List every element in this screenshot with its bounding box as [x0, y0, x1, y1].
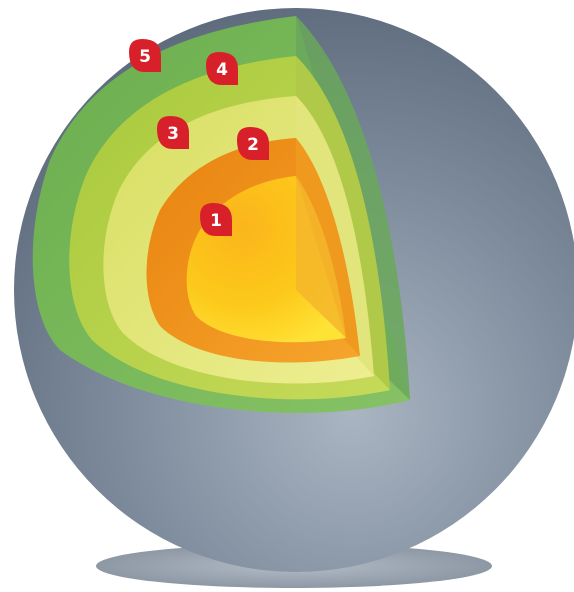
marker-3: 3: [157, 116, 189, 149]
marker-2-label: 2: [247, 135, 259, 155]
marker-1: 1: [200, 203, 232, 236]
marker-4: 4: [206, 52, 238, 85]
marker-5-label: 5: [139, 47, 151, 67]
marker-5: 5: [129, 39, 161, 72]
marker-2: 2: [237, 127, 269, 160]
marker-4-label: 4: [216, 60, 228, 80]
marker-1-label: 1: [210, 211, 222, 231]
marker-3-label: 3: [167, 124, 179, 144]
